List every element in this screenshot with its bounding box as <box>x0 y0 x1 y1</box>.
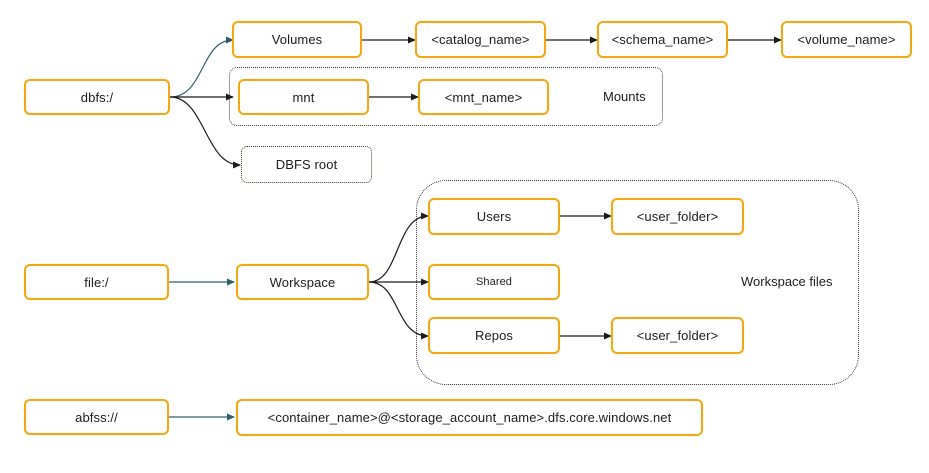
mnt-name-node[interactable]: <mnt_name> <box>418 79 549 115</box>
repos-node[interactable]: Repos <box>428 317 560 354</box>
users-folder-node[interactable]: <user_folder> <box>611 198 744 235</box>
mnt-node[interactable]: mnt <box>238 79 369 115</box>
workspace-node[interactable]: Workspace <box>236 264 369 300</box>
mounts-group <box>229 67 663 126</box>
volume-name-node[interactable]: <volume_name> <box>781 21 912 58</box>
users-node[interactable]: Users <box>428 198 560 235</box>
workspace-files-group-label: Workspace files <box>741 274 833 289</box>
shared-node[interactable]: Shared <box>428 264 560 300</box>
catalog-name-node[interactable]: <catalog_name> <box>415 21 546 58</box>
dbfs-root-node[interactable]: dbfs:/ <box>24 79 170 115</box>
workspace-files-group <box>416 180 859 385</box>
dbfs-root-folder-node[interactable]: DBFS root <box>241 146 372 183</box>
abfss-root-node[interactable]: abfss:// <box>24 399 169 435</box>
repos-folder-node[interactable]: <user_folder> <box>611 317 744 354</box>
schema-name-node[interactable]: <schema_name> <box>597 21 728 58</box>
container-storage-node[interactable]: <container_name>@<storage_account_name>.… <box>236 399 703 436</box>
edge-dbfs-to-volumes <box>169 36 234 98</box>
file-root-node[interactable]: file:/ <box>24 264 169 300</box>
volumes-node[interactable]: Volumes <box>232 21 362 58</box>
mounts-group-label: Mounts <box>603 89 646 104</box>
